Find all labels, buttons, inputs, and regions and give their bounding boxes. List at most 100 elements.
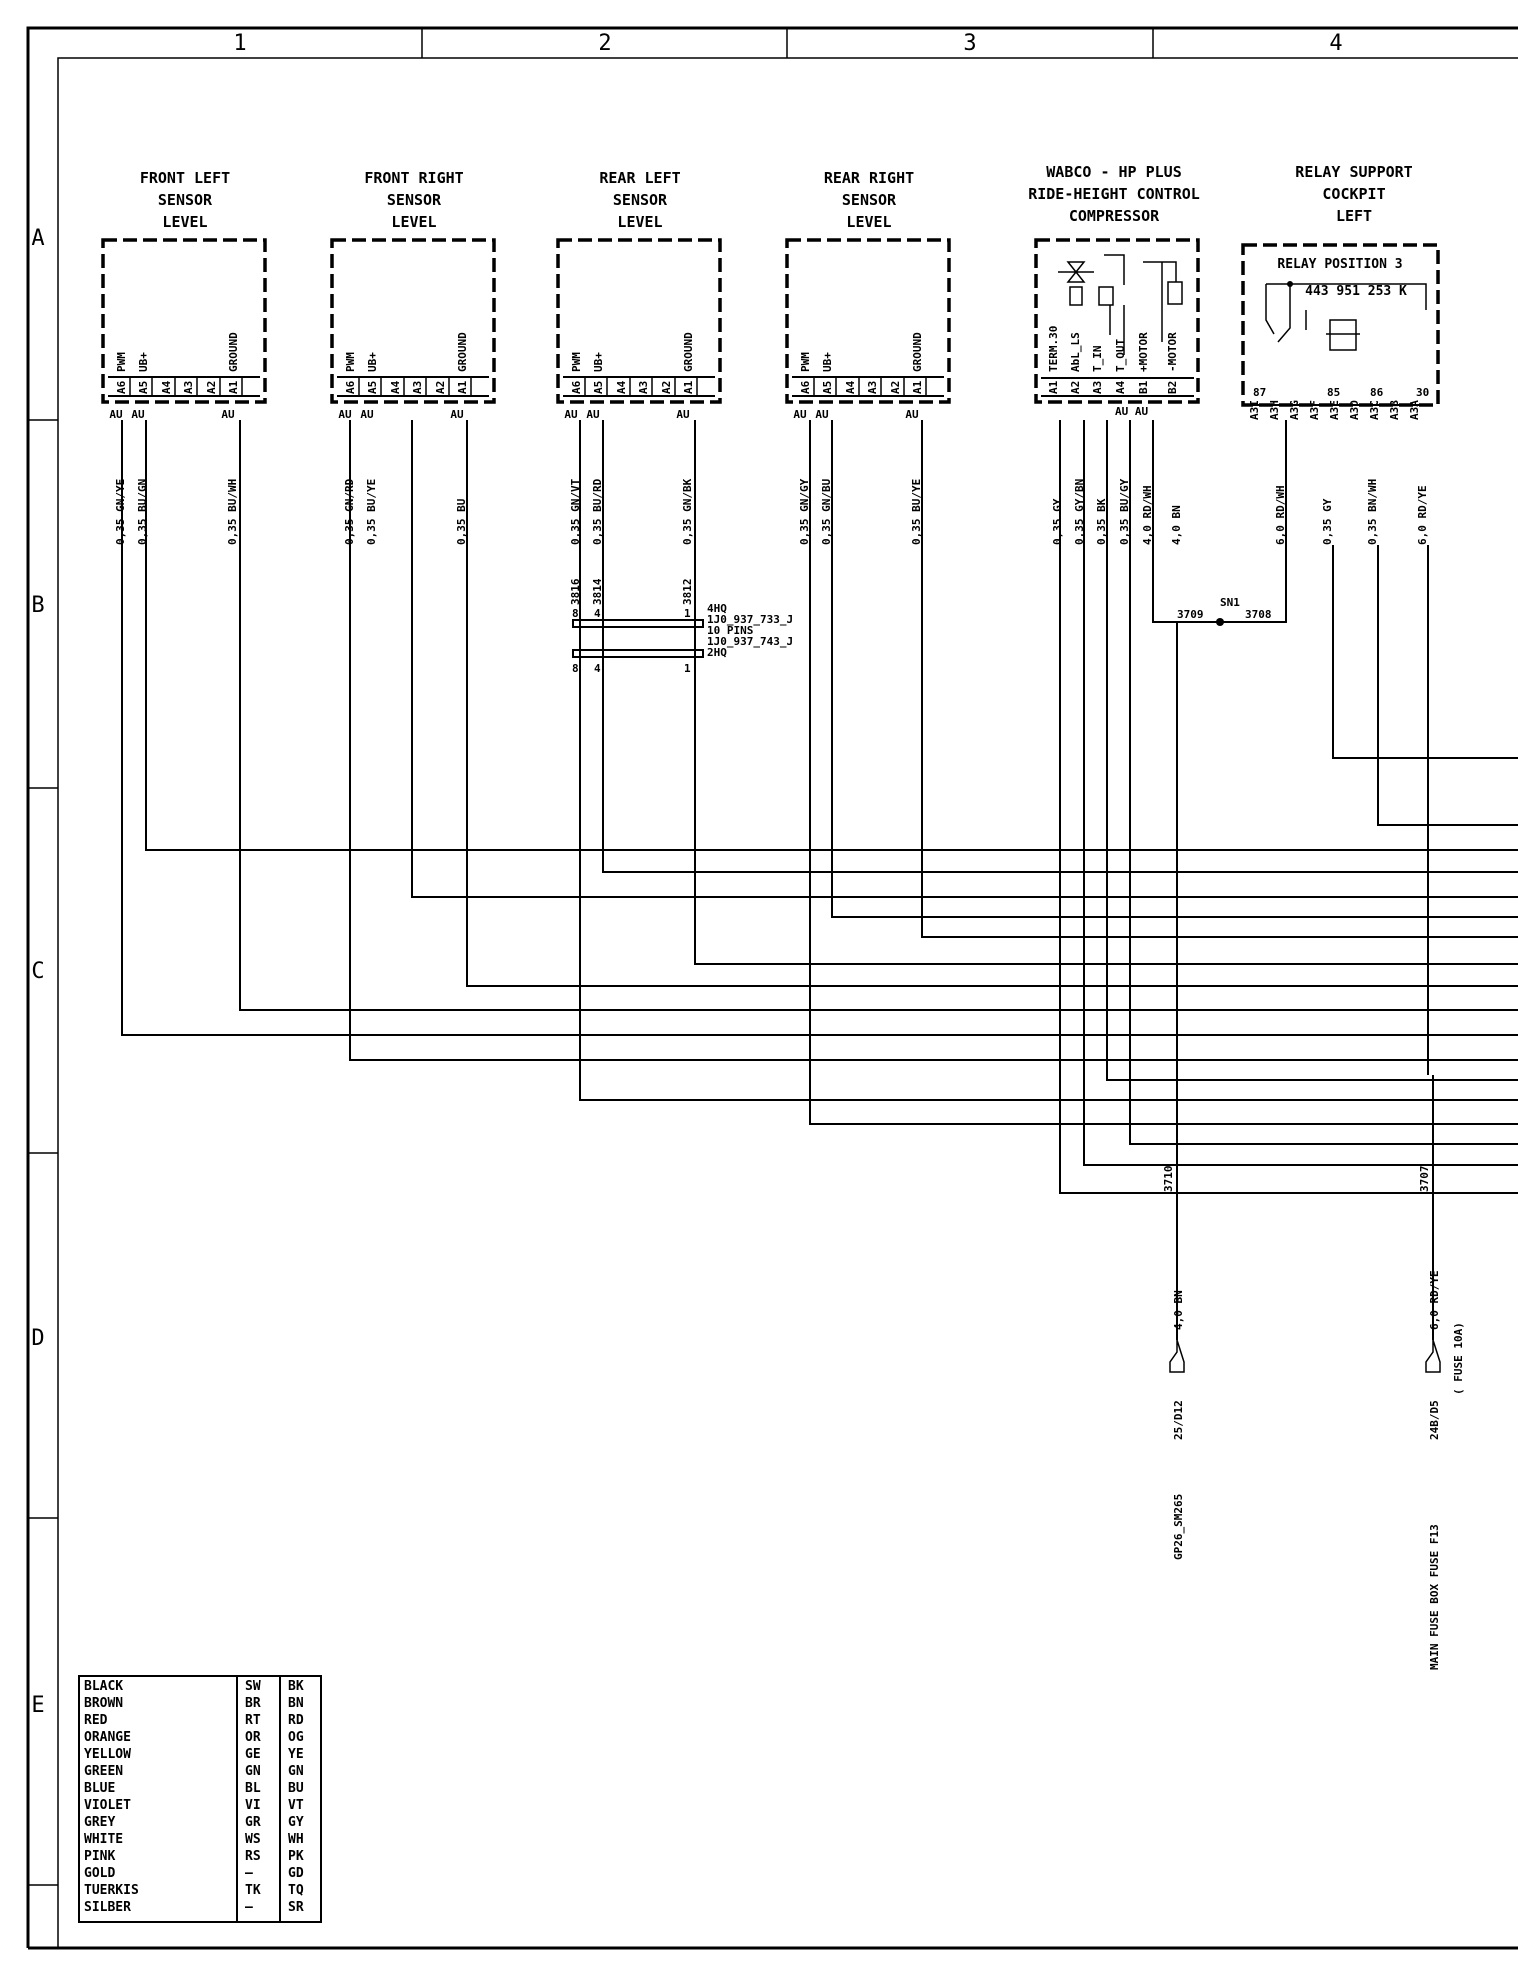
pin-label: A4: [160, 380, 173, 394]
bus-wire: [121, 420, 1518, 1036]
legend-box: [78, 1675, 322, 1923]
fuse-terminal: [1425, 1339, 1441, 1373]
pin-label: A1: [911, 380, 924, 394]
legend-color-name: SILBER: [84, 1900, 131, 1915]
splice-right: 3708: [1245, 608, 1272, 621]
pin-function: PWM: [799, 352, 812, 372]
legend-color-name: ORANGE: [84, 1730, 131, 1745]
bus-wire: [921, 420, 1518, 938]
pin-label: A1: [1047, 380, 1060, 394]
pin-function: UB+: [592, 352, 605, 372]
wire-tag: AU: [221, 408, 235, 421]
sensor-title: LEVEL: [391, 213, 436, 231]
wire-spec: 0,35 BU: [455, 498, 468, 545]
legend-color-name: RED: [84, 1713, 108, 1728]
pin-label: A6: [570, 380, 583, 394]
sensor-title: LEVEL: [617, 213, 662, 231]
connector-id: 3816: [569, 578, 582, 605]
sensor-title: REAR LEFT: [599, 169, 680, 187]
legend-code-en: SR: [288, 1900, 304, 1915]
pin-label: A6: [799, 380, 812, 394]
wire-tag: AU: [131, 408, 145, 421]
pin-label: A5: [821, 381, 834, 394]
pin-function: UB+: [821, 352, 834, 372]
legend-code-de: GE: [245, 1747, 261, 1762]
wire-tag: AU: [815, 408, 829, 421]
bus-wire: [1129, 420, 1518, 1145]
relay-position: RELAY POSITION 3: [1277, 257, 1402, 272]
wire-spec: 6,0 RD/YE: [1428, 1270, 1441, 1330]
wire-spec: 4,0 BN: [1170, 505, 1183, 545]
column-label: 3: [963, 31, 976, 56]
bus-wire: [831, 420, 1518, 918]
wire-tag: AU: [338, 408, 352, 421]
legend-code-de: TK: [245, 1883, 261, 1898]
bus-wire: [411, 420, 1518, 898]
wire-spec: 0,35 GN/YE: [114, 479, 127, 545]
wire-tag: AU: [586, 408, 600, 421]
wire-spec: 0,35 GN/BU: [820, 478, 833, 545]
bus-wire: [1083, 420, 1518, 1166]
legend-code-en: GN: [288, 1764, 304, 1779]
row-label: B: [31, 593, 44, 618]
terminal-ref: 24B/D5: [1428, 1400, 1441, 1440]
connector-pin: 4: [594, 607, 601, 620]
relay-part-number: 443 951 253 K: [1305, 284, 1407, 299]
wire-spec: 0,35 BU/GN: [136, 479, 149, 545]
connector-pin: 1: [684, 607, 691, 620]
relay-wire: [1377, 545, 1518, 826]
pin-label: B1: [1137, 380, 1150, 394]
terminal-destination: MAIN FUSE BOX FUSE F13: [1428, 1524, 1441, 1670]
wire-tag: AU: [360, 408, 374, 421]
connector-label: 10 PINS: [707, 624, 753, 637]
row-label: D: [31, 1326, 44, 1351]
sensor-box: [785, 238, 951, 404]
wire-spec: 0,35 BU/YE: [910, 479, 923, 545]
wire-spec: 0,35 GN/BK: [681, 478, 694, 545]
legend-code-en: PK: [288, 1849, 304, 1864]
sensor-title: SENSOR: [387, 191, 442, 209]
legend-code-en: YE: [288, 1747, 304, 1762]
bus-wire: [579, 420, 1518, 1101]
ground-terminal: [1169, 1339, 1185, 1373]
relay-terminal: 86: [1370, 386, 1384, 399]
legend-code-en: WH: [288, 1832, 304, 1847]
wire-spec: 6,0 RD/WH: [1274, 485, 1287, 545]
wire-spec: 4,0 BN: [1172, 1290, 1185, 1330]
legend-color-name: GREEN: [84, 1764, 123, 1779]
sensor-symbol: [1098, 286, 1114, 306]
pin-label: A2: [205, 381, 218, 394]
valve-symbol: [1058, 261, 1094, 283]
legend-color-name: VIOLET: [84, 1798, 131, 1813]
compressor-title: RIDE-HEIGHT CONTROL: [1028, 185, 1200, 203]
legend-color-name: YELLOW: [84, 1747, 131, 1762]
sensor-box: [556, 238, 722, 404]
wire-spec: 6,0 RD/YE: [1416, 485, 1429, 545]
pin-function: -MOTOR: [1166, 332, 1179, 372]
legend-code-en: BU: [288, 1781, 304, 1796]
connector-housing: [572, 619, 704, 628]
legend-code-de: —: [245, 1900, 253, 1915]
relay-wire: [1332, 545, 1518, 759]
legend-code-en: GD: [288, 1866, 304, 1881]
legend-code-en: GY: [288, 1815, 304, 1830]
pin-label: A2: [434, 381, 447, 394]
connector-housing: [572, 649, 704, 658]
bus-wire: [602, 420, 1518, 873]
wire-spec: 0,35 BU/WH: [226, 479, 239, 545]
wire-spec: 0,35 GY: [1321, 498, 1334, 545]
pin-label: A3: [411, 381, 424, 394]
wire-spec: 0,35 BU/GY: [1118, 478, 1131, 545]
relay-contacts: [1265, 283, 1427, 351]
legend-code-de: BL: [245, 1781, 261, 1796]
connector-pin: 8: [572, 662, 579, 675]
